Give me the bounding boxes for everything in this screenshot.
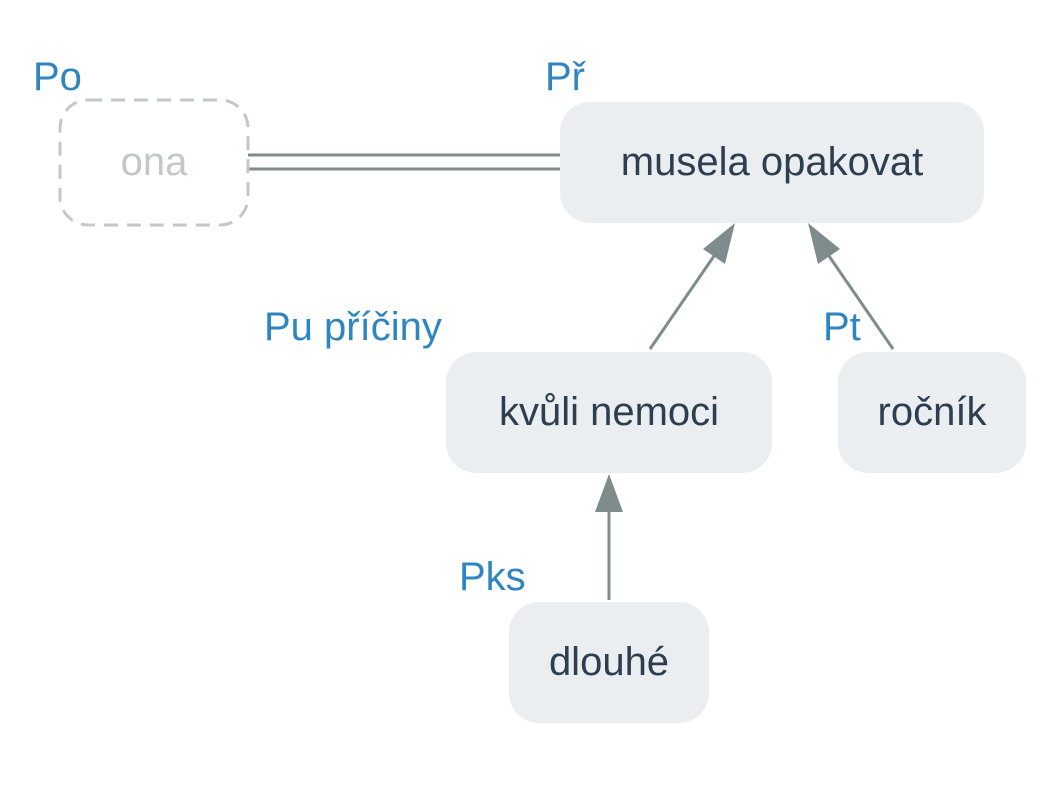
- node-kvuli-nemoci-label: kvůli nemoci: [499, 390, 719, 434]
- role-label-pu-priciny: Pu příčiny: [264, 305, 442, 349]
- node-rocnik-box: [838, 352, 1026, 473]
- role-label-pt: Pt: [823, 305, 861, 349]
- node-musela-opakovat-box: [560, 102, 984, 223]
- node-ona-box: [58, 98, 250, 227]
- node-kvuli-nemoci-box: [446, 352, 772, 473]
- node-dlouhe: dlouhé Pks: [459, 555, 709, 723]
- edges: [248, 153, 895, 600]
- node-musela-opakovat: musela opakovat Př: [545, 55, 984, 223]
- edge-kvuli-nemoci-to-musela-opakovat: [648, 255, 716, 350]
- node-ona: ona Po: [33, 55, 250, 227]
- node-rocnik: ročník Pt: [823, 305, 1026, 473]
- edge-rocnik-to-musela-opakovat: [827, 255, 895, 350]
- node-dlouhe-box: [509, 602, 709, 723]
- node-kvuli-nemoci: kvůli nemoci Pu příčiny: [264, 305, 772, 473]
- role-label-po: Po: [33, 55, 82, 99]
- arrowhead-dlouhe: [595, 474, 623, 512]
- arrowhead-rocnik: [808, 223, 840, 264]
- node-dlouhe-label: dlouhé: [549, 640, 669, 684]
- node-musela-opakovat-label: musela opakovat: [621, 140, 923, 184]
- role-label-pr: Př: [545, 55, 587, 99]
- role-label-pks: Pks: [459, 555, 526, 599]
- arrowhead-kvuli-nemoci: [703, 223, 735, 264]
- node-rocnik-label: ročník: [878, 390, 988, 434]
- node-ona-label: ona: [121, 140, 188, 184]
